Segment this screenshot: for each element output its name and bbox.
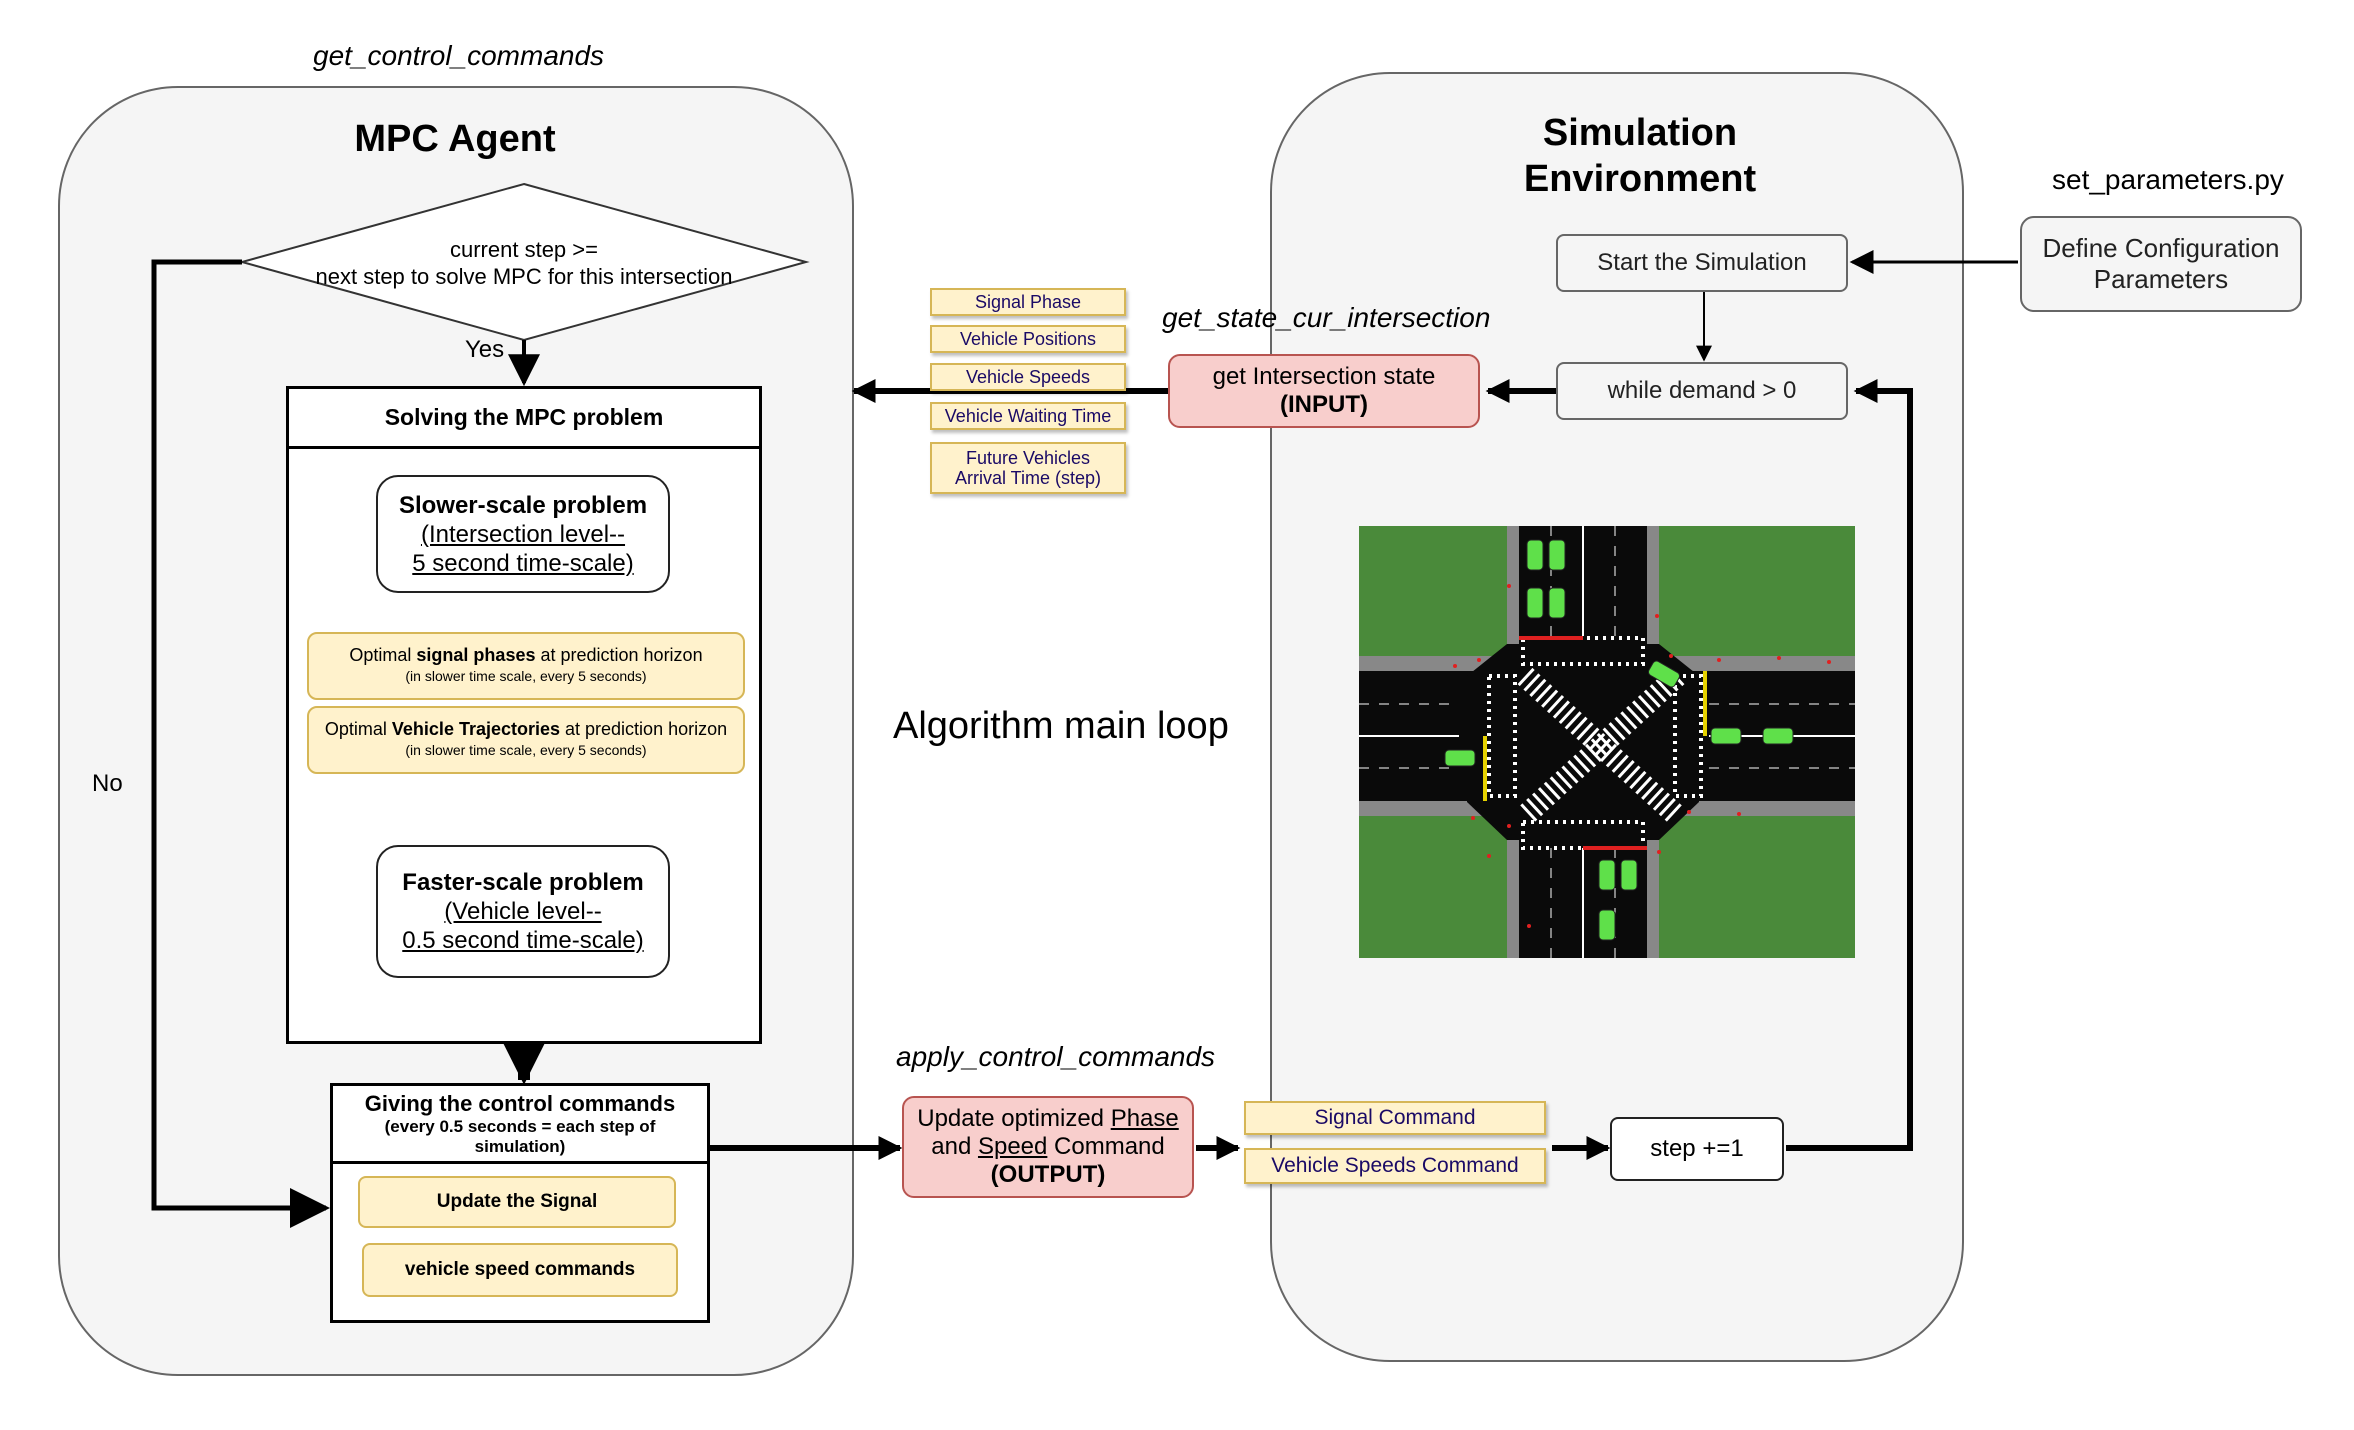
tag-future-vehicles-line1: Future Vehicles [965,448,1091,468]
update-optimized-command-box: Update optimized Phase and Speed Command… [902,1096,1194,1198]
vehicle-speed-commands-box: vehicle speed commands [362,1243,678,1297]
while-demand-box: while demand > 0 [1556,362,1848,420]
optimal-signal-phases-sub: (in slower time scale, every 5 seconds) [405,668,647,684]
intersection-image [1359,526,1855,958]
slower-scale-title: Slower-scale problem [398,491,648,519]
optimal-signal-phases-box: Optimal signal phases at prediction hori… [307,632,745,700]
simulation-title-line1: Simulation [1542,112,1738,154]
faster-scale-title: Faster-scale problem [402,869,644,896]
apply-control-commands-label: apply_control_commands [896,1041,1216,1072]
tag-signal-command: Signal Command [1244,1101,1546,1135]
simulation-title: Simulation Environment [1440,110,1840,202]
faster-scale-line3: 0.5 second time-scale) [402,927,644,954]
get-control-commands-label: get_control_commands [313,40,605,71]
optimal-trajectories-line: Optimal Vehicle Trajectories at predicti… [324,719,728,739]
tag-vehicle-waiting-time: Vehicle Waiting Time [930,402,1126,430]
yes-label: Yes [465,336,505,363]
define-configuration-box: Define Configuration Parameters [2020,216,2302,312]
slower-scale-problem-box: Slower-scale problem (Intersection level… [376,475,670,593]
algorithm-main-loop-label: Algorithm main loop [893,705,1229,747]
get-state-line2: (INPUT) [1280,391,1368,418]
faster-scale-line2: (Vehicle level-- [444,898,602,925]
start-simulation-box: Start the Simulation [1556,234,1848,292]
giving-header-line1: Giving the control commands [364,1090,676,1116]
get-intersection-state-box: get Intersection state (INPUT) [1168,354,1480,428]
optimal-signal-phases-line: Optimal signal phases at prediction hori… [349,645,703,665]
get-state-line1: get Intersection state [1212,363,1436,390]
optimal-vehicle-trajectories-box: Optimal Vehicle Trajectories at predicti… [307,706,745,774]
giving-header-line2: (every 0.5 seconds = each step of [384,1116,656,1136]
tag-vehicle-speeds-command: Vehicle Speeds Command [1244,1148,1546,1184]
get-state-cur-intersection-label: get_state_cur_intersection [1162,302,1491,333]
set-parameters-label: set_parameters.py [2052,164,2284,195]
faster-scale-problem-box: Faster-scale problem (Vehicle level-- 0.… [376,845,670,978]
optimal-trajectories-sub: (in slower time scale, every 5 seconds) [405,742,647,758]
solving-mpc-header: Solving the MPC problem [289,389,759,449]
giving-control-commands-header: Giving the control commands (every 0.5 s… [333,1086,707,1164]
slower-scale-line2: (Intersection level-- [420,520,626,548]
no-label: No [92,770,123,797]
step-increment-box: step +=1 [1610,1117,1784,1181]
decision-text: current step >= next step to solve MPC f… [270,228,778,298]
mpc-agent-title: MPC Agent [354,118,556,160]
tag-vehicle-speeds: Vehicle Speeds [930,363,1126,391]
tag-signal-phase: Signal Phase [930,288,1126,316]
update-the-signal-box: Update the Signal [358,1176,676,1228]
tag-future-vehicles-line2: Arrival Time (step) [954,468,1102,488]
tag-future-vehicles-arrival: Future Vehicles Arrival Time (step) [930,442,1126,494]
update-line2: and Speed Command [931,1133,1165,1160]
simulation-title-line2: Environment [1523,158,1757,200]
giving-header-line3: simulation) [474,1136,566,1156]
config-line2: Parameters [2093,264,2229,294]
config-line1: Define Configuration [2042,233,2280,263]
slower-scale-line3: 5 second time-scale) [412,549,634,577]
update-line1: Update optimized Phase [917,1105,1179,1132]
decision-line2: next step to solve MPC for this intersec… [315,264,733,289]
tag-vehicle-positions: Vehicle Positions [930,325,1126,353]
update-line3: (OUTPUT) [990,1161,1106,1188]
decision-line1: current step >= [450,237,598,262]
